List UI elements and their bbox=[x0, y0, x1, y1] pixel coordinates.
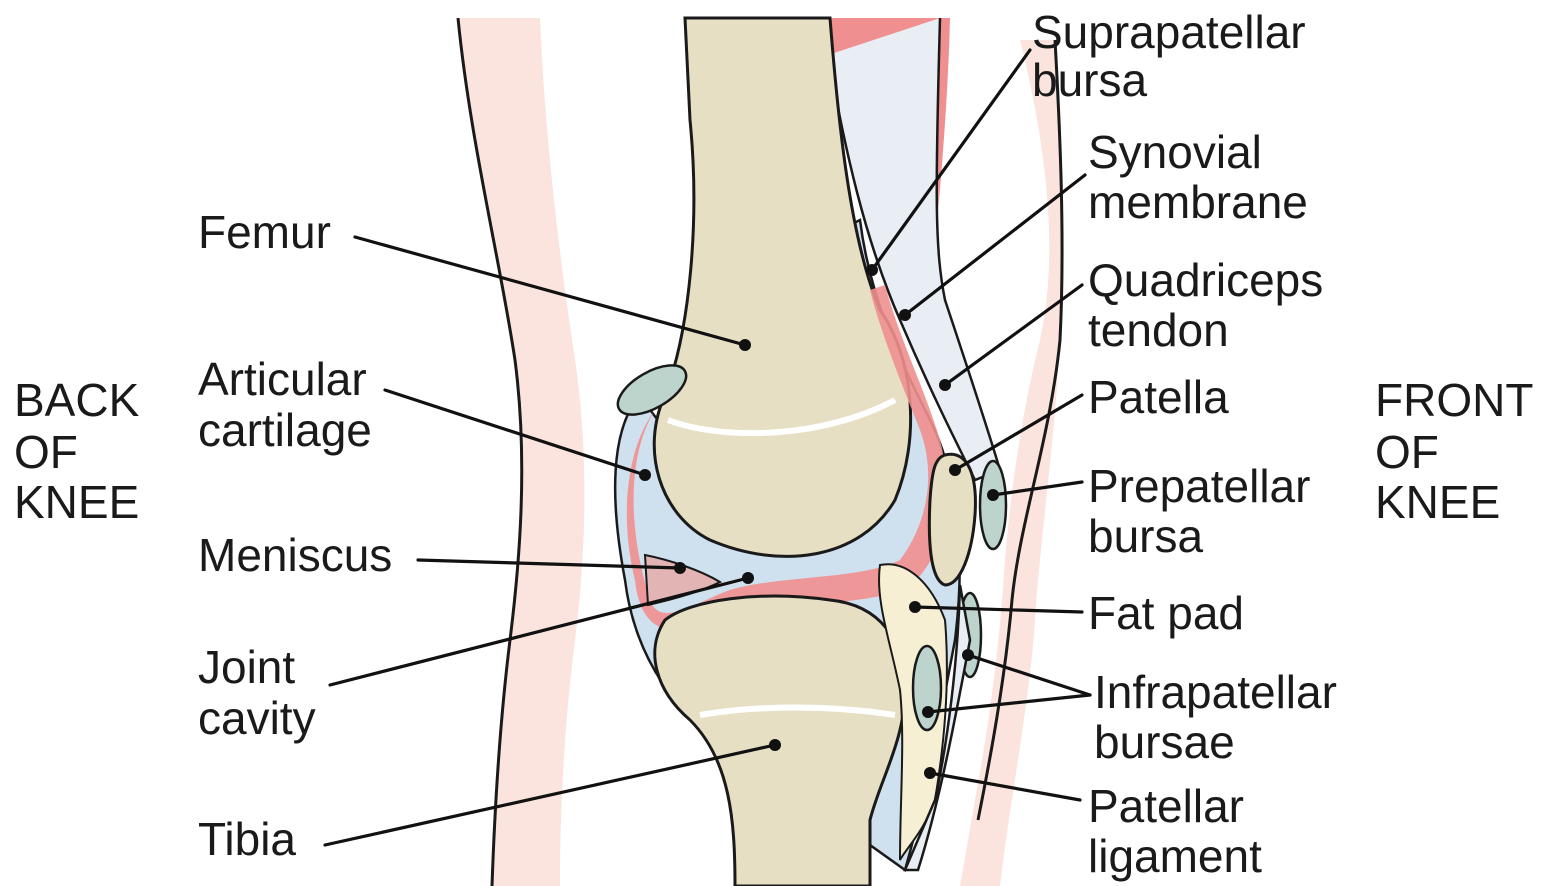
dot-fat-pad bbox=[909, 601, 921, 613]
front-of-knee-label: FRONT OF KNEE bbox=[1375, 374, 1545, 528]
back-line-3: KNEE bbox=[14, 476, 139, 528]
dot-quadriceps-tendon bbox=[939, 379, 951, 391]
articular-cartilage-label: Articular cartilage bbox=[198, 353, 380, 456]
leader-articular-cartilage bbox=[385, 390, 645, 475]
dot-infrapatellar-2 bbox=[922, 706, 934, 718]
dot-synovial-membrane bbox=[899, 309, 911, 321]
dot-femur bbox=[739, 339, 751, 351]
patella-label: Patella bbox=[1088, 371, 1229, 423]
prepatellar-bursa-shape bbox=[980, 461, 1006, 549]
prepatellar-bursa-label: Prepatellar bursa bbox=[1088, 460, 1323, 562]
dot-patella bbox=[949, 464, 961, 476]
tibia-label: Tibia bbox=[198, 813, 296, 865]
dot-prepatellar-bursa bbox=[987, 489, 999, 501]
front-line-3: KNEE bbox=[1375, 476, 1500, 528]
quadriceps-tendon-label: Quadriceps tendon bbox=[1088, 254, 1336, 356]
dot-patellar-ligament bbox=[924, 767, 936, 779]
dot-infrapatellar-1 bbox=[962, 649, 974, 661]
back-line-2: OF bbox=[14, 426, 78, 478]
dot-articular-cartilage bbox=[639, 469, 651, 481]
infrapatellar-bursae-label: Infrapatellar bursae bbox=[1094, 666, 1350, 768]
femur-label: Femur bbox=[198, 206, 331, 258]
dot-meniscus bbox=[674, 562, 686, 574]
fat-pad-label: Fat pad bbox=[1088, 587, 1244, 639]
tibia-bone bbox=[655, 596, 905, 886]
dot-suprapatellar-bursa bbox=[866, 264, 878, 276]
suprapatellar-bursa-label: Suprapatellar bursa bbox=[1032, 6, 1318, 106]
dot-joint-cavity bbox=[742, 572, 754, 584]
back-of-knee-label: BACK OF KNEE bbox=[14, 374, 152, 528]
front-line-2: OF bbox=[1375, 426, 1439, 478]
dot-tibia bbox=[769, 739, 781, 751]
joint-cavity-label: Joint cavity bbox=[198, 641, 316, 744]
meniscus-label: Meniscus bbox=[198, 529, 392, 581]
synovial-membrane-label: Synovial membrane bbox=[1088, 126, 1308, 228]
patellar-ligament-label: Patellar ligament bbox=[1088, 780, 1262, 882]
front-line-1: FRONT bbox=[1375, 374, 1533, 426]
back-line-1: BACK bbox=[14, 374, 140, 426]
